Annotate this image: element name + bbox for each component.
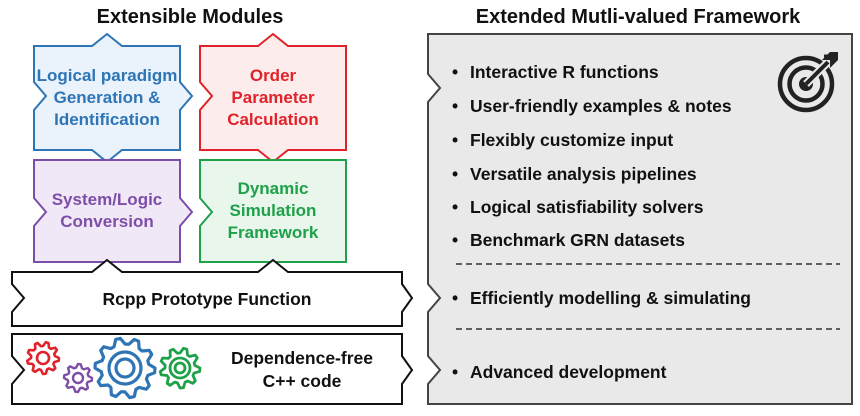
module-system-shape: [33, 159, 194, 263]
cpp-label: Dependence-free C++ code: [208, 340, 396, 400]
feature-item: •Benchmark GRN datasets: [452, 230, 685, 250]
gear-outline: [93, 336, 157, 400]
feature-item: •User-friendly examples & notes: [452, 96, 732, 116]
gear-icon-purple: [62, 362, 94, 394]
cpp-line-1: Dependence-free: [231, 348, 373, 368]
module-order-line-3: Calculation: [227, 110, 319, 129]
feature-item-modelling: •Efficiently modelling & simulating: [452, 288, 751, 308]
module-logical-line-1: Logical paradigm: [36, 66, 178, 85]
gear-hole: [107, 350, 143, 386]
gear-outline: [62, 362, 94, 394]
gear-hole: [168, 356, 192, 380]
gear-outline: [158, 346, 202, 390]
module-order-label: Order Parameter Calculation: [200, 46, 346, 150]
gear-hole: [114, 357, 136, 379]
module-system-line-2: Conversion: [60, 212, 154, 231]
cpp-line-2: C++ code: [262, 371, 342, 391]
module-logical-label: Logical paradigm Generation & Identifica…: [34, 46, 180, 150]
module-dynamic-line-3: Framework: [227, 223, 319, 242]
module-dynamic-label: Dynamic Simulation Framework: [200, 160, 346, 262]
feature-item-development: •Advanced development: [452, 362, 667, 382]
target-icon: [777, 52, 838, 113]
module-dynamic-line-1: Dynamic: [237, 179, 309, 198]
gear-outline: [25, 340, 61, 376]
rcpp-bar-shape: [11, 258, 414, 327]
feature-item: •Interactive R functions: [452, 62, 659, 82]
module-order-shape: [199, 32, 347, 164]
gear-icon-green: [158, 346, 202, 390]
gear-hole: [173, 361, 187, 375]
module-system-label: System/Logic Conversion: [34, 160, 180, 262]
module-order-line-2: Parameter: [231, 88, 315, 107]
gear-hole: [71, 371, 85, 385]
gear-hole: [35, 350, 51, 366]
module-logical-line-3: Identification: [54, 110, 160, 129]
left-heading: Extensible Modules: [96, 6, 284, 28]
module-logical-line-2: Generation &: [53, 88, 161, 107]
feature-item: •Versatile analysis pipelines: [452, 164, 697, 184]
module-dynamic-line-2: Simulation: [229, 201, 317, 220]
gear-icon-red: [25, 340, 61, 376]
rcpp-label: Rcpp Prototype Function: [102, 288, 312, 309]
feature-item: •Logical satisfiability solvers: [452, 197, 704, 217]
module-logical-shape: [33, 32, 194, 164]
framework-panel-shape: [427, 33, 853, 405]
gear-icon-blue: [93, 336, 157, 400]
module-system-line-1: System/Logic: [51, 190, 163, 209]
feature-item: •Flexibly customize input: [452, 130, 674, 150]
module-dynamic-shape: [199, 159, 347, 263]
module-order-line-1: Order: [249, 66, 297, 85]
right-heading: Extended Mutli-valued Framework: [475, 6, 801, 28]
